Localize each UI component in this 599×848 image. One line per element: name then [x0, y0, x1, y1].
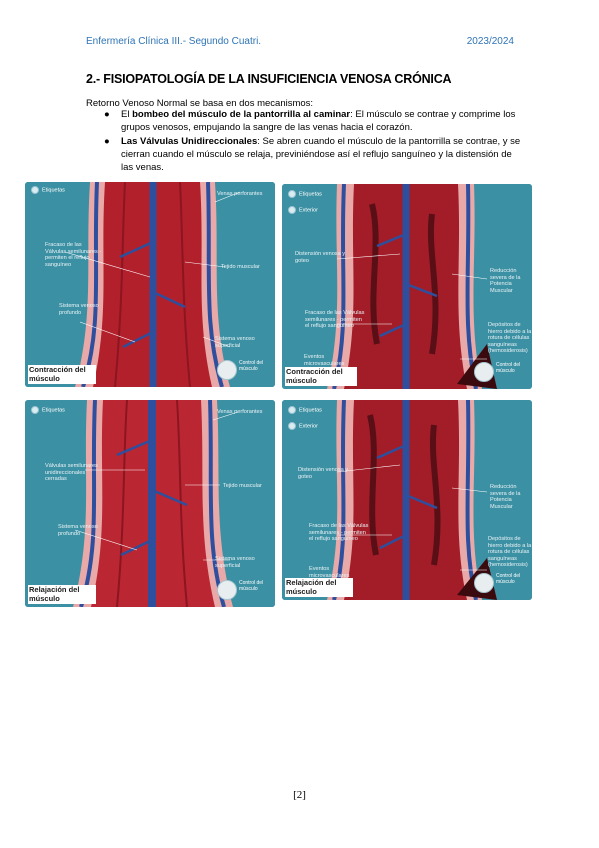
leg-illustration	[282, 184, 532, 389]
bold-term: bombeo del músculo de la pantorrilla al …	[132, 109, 351, 120]
label-closed-valves: Válvulas semilunares unidireccionales ce…	[45, 463, 98, 483]
intro-text: Retorno Venoso Normal se basa en dos mec…	[86, 98, 314, 109]
radio-icon	[288, 190, 296, 198]
muscle-control-button[interactable]	[474, 573, 494, 593]
figure-caption: Relajación del músculo	[285, 578, 353, 597]
muscle-control[interactable]: Control del músculo	[217, 579, 271, 601]
leg-illustration	[25, 182, 275, 387]
muscle-control[interactable]: Control del músculo	[217, 359, 271, 381]
muscle-control[interactable]: Control del músculo	[474, 361, 528, 383]
figure-caption: Contracción del músculo	[285, 367, 357, 386]
muscle-control[interactable]: Control del músculo	[474, 572, 528, 594]
label-muscle-tissue: Tejido muscular	[221, 264, 260, 270]
radio-icon	[288, 406, 296, 414]
figure-caption: Relajación del músculo	[28, 585, 96, 604]
header-right: 2023/2024	[466, 36, 514, 47]
figure-cvi-contraction: Etiquetas Exterior Distensión venosa y g…	[282, 184, 532, 389]
label-microvascular-events: Eventos microvasculares	[309, 566, 350, 579]
labels-toggle[interactable]: Etiquetas	[288, 406, 322, 414]
label-muscle-tissue: Tejido muscular	[223, 483, 262, 489]
radio-icon	[31, 186, 39, 194]
figure-cvi-relaxation: Etiquetas Exterior Distensión venosa y g…	[282, 400, 532, 600]
labels-toggle[interactable]: Etiquetas	[31, 406, 65, 414]
label-valve-failure: Fracaso de las Válvulas semilunares - pe…	[305, 310, 365, 330]
exterior-toggle[interactable]: Exterior	[288, 206, 318, 214]
label-deep-system: Sistema venoso profundo	[59, 303, 99, 316]
label-superficial-system: Sistema venoso superficial	[215, 556, 255, 569]
labels-toggle[interactable]: Etiquetas	[31, 186, 65, 194]
label-perforating-veins: Venas perforantes	[217, 191, 263, 197]
radio-icon	[288, 422, 296, 430]
section-title: 2.- FISIOPATOLOGÍA DE LA INSUFICIENCIA V…	[86, 72, 452, 86]
label-muscle-power-reduction: Reducción severa de la Potencia Muscular	[490, 268, 521, 294]
label-perforating-veins: Venas perforantes	[217, 409, 263, 415]
exterior-toggle[interactable]: Exterior	[288, 422, 318, 430]
label-venous-distension: Distensión venosa y goteo	[298, 467, 349, 480]
bullet-icon: ●	[104, 136, 110, 147]
label-hemosiderosis: Depósitos de hierro debido a la rotura d…	[488, 536, 532, 569]
leg-illustration	[25, 400, 275, 607]
header-left: Enfermería Clínica III.- Segundo Cuatri.	[86, 36, 262, 47]
muscle-control-button[interactable]	[474, 362, 494, 382]
label-superficial-system: Sistema venoso superficial	[215, 336, 255, 349]
radio-icon	[288, 206, 296, 214]
label-venous-distension: Distensión venosa y goteo	[295, 251, 346, 264]
label-deep-system: Sistema venoso profundo	[58, 524, 98, 537]
figure-normal-relaxation: Etiquetas Venas perforantes Válvulas sem…	[25, 400, 275, 607]
mechanism-list: ● El bombeo del músculo de la pantorrill…	[86, 108, 526, 175]
labels-toggle[interactable]: Etiquetas	[288, 190, 322, 198]
bold-term: Las Válvulas Unidireccionales	[121, 136, 258, 147]
figure-normal-contraction: Etiquetas Venas perforantes Fracaso de l…	[25, 182, 275, 387]
figure-caption: Contracción del músculo	[28, 365, 96, 384]
label-hemosiderosis: Depósitos de hierro debido a la rotura d…	[488, 322, 532, 355]
list-item: ● Las Válvulas Unidireccionales: Se abre…	[104, 136, 521, 173]
label-muscle-power-reduction: Reducción severa de la Potencia Muscular	[490, 484, 521, 510]
label-microvascular-events: Eventos microvasculares	[304, 354, 345, 367]
radio-icon	[31, 406, 39, 414]
muscle-control-button[interactable]	[217, 580, 237, 600]
list-item: ● El bombeo del músculo de la pantorrill…	[104, 109, 516, 133]
bullet-icon: ●	[104, 109, 110, 120]
page-number: [2]	[293, 789, 306, 801]
label-valve-failure: Fracaso de las Válvulas semilunares - pe…	[309, 523, 369, 543]
label-valve-failure: Fracaso de las Válvulas semilunares - pe…	[45, 242, 102, 268]
muscle-control-button[interactable]	[217, 360, 237, 380]
